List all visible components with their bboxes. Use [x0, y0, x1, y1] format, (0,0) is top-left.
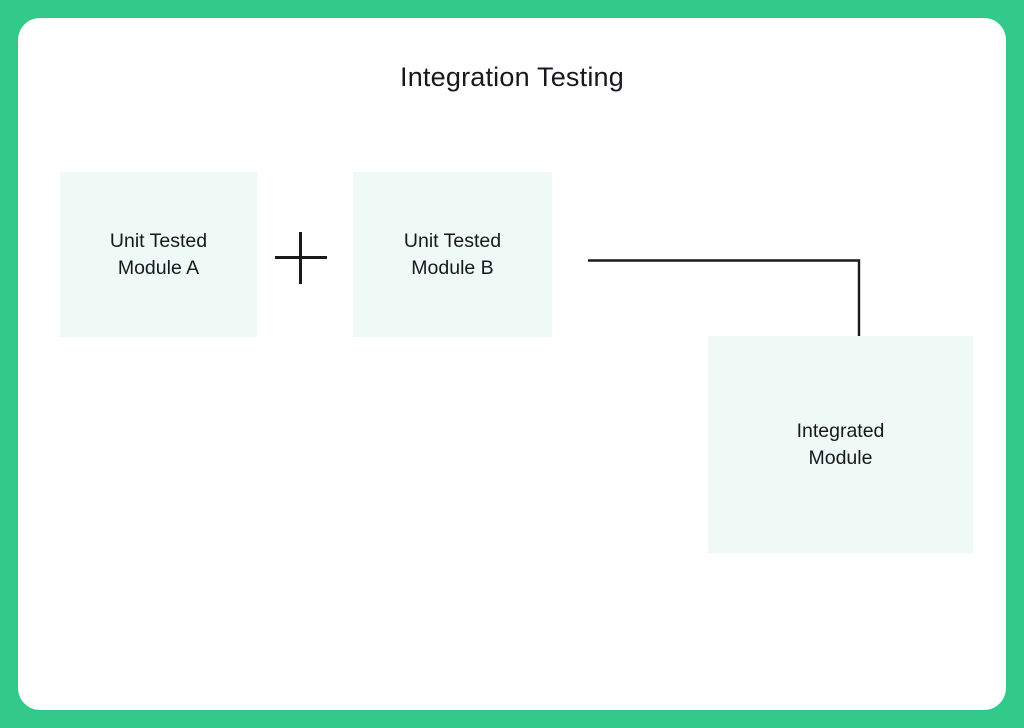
page-title: Integration Testing — [400, 62, 624, 92]
plus-vertical-bar — [299, 232, 302, 284]
node-label: Integrated Module — [796, 419, 885, 469]
node-integrated-module: Integrated Module — [708, 336, 973, 553]
node-label: Unit Tested Module B — [403, 229, 502, 279]
diagram-card: Integration Testing Unit Tested Module A… — [18, 18, 1006, 710]
plus-operator-icon — [275, 232, 327, 284]
node-unit-tested-module-b: Unit Tested Module B — [353, 172, 552, 337]
connector-path — [588, 259, 861, 343]
node-label: Unit Tested Module A — [109, 229, 208, 279]
node-unit-tested-module-a: Unit Tested Module A — [60, 172, 257, 337]
